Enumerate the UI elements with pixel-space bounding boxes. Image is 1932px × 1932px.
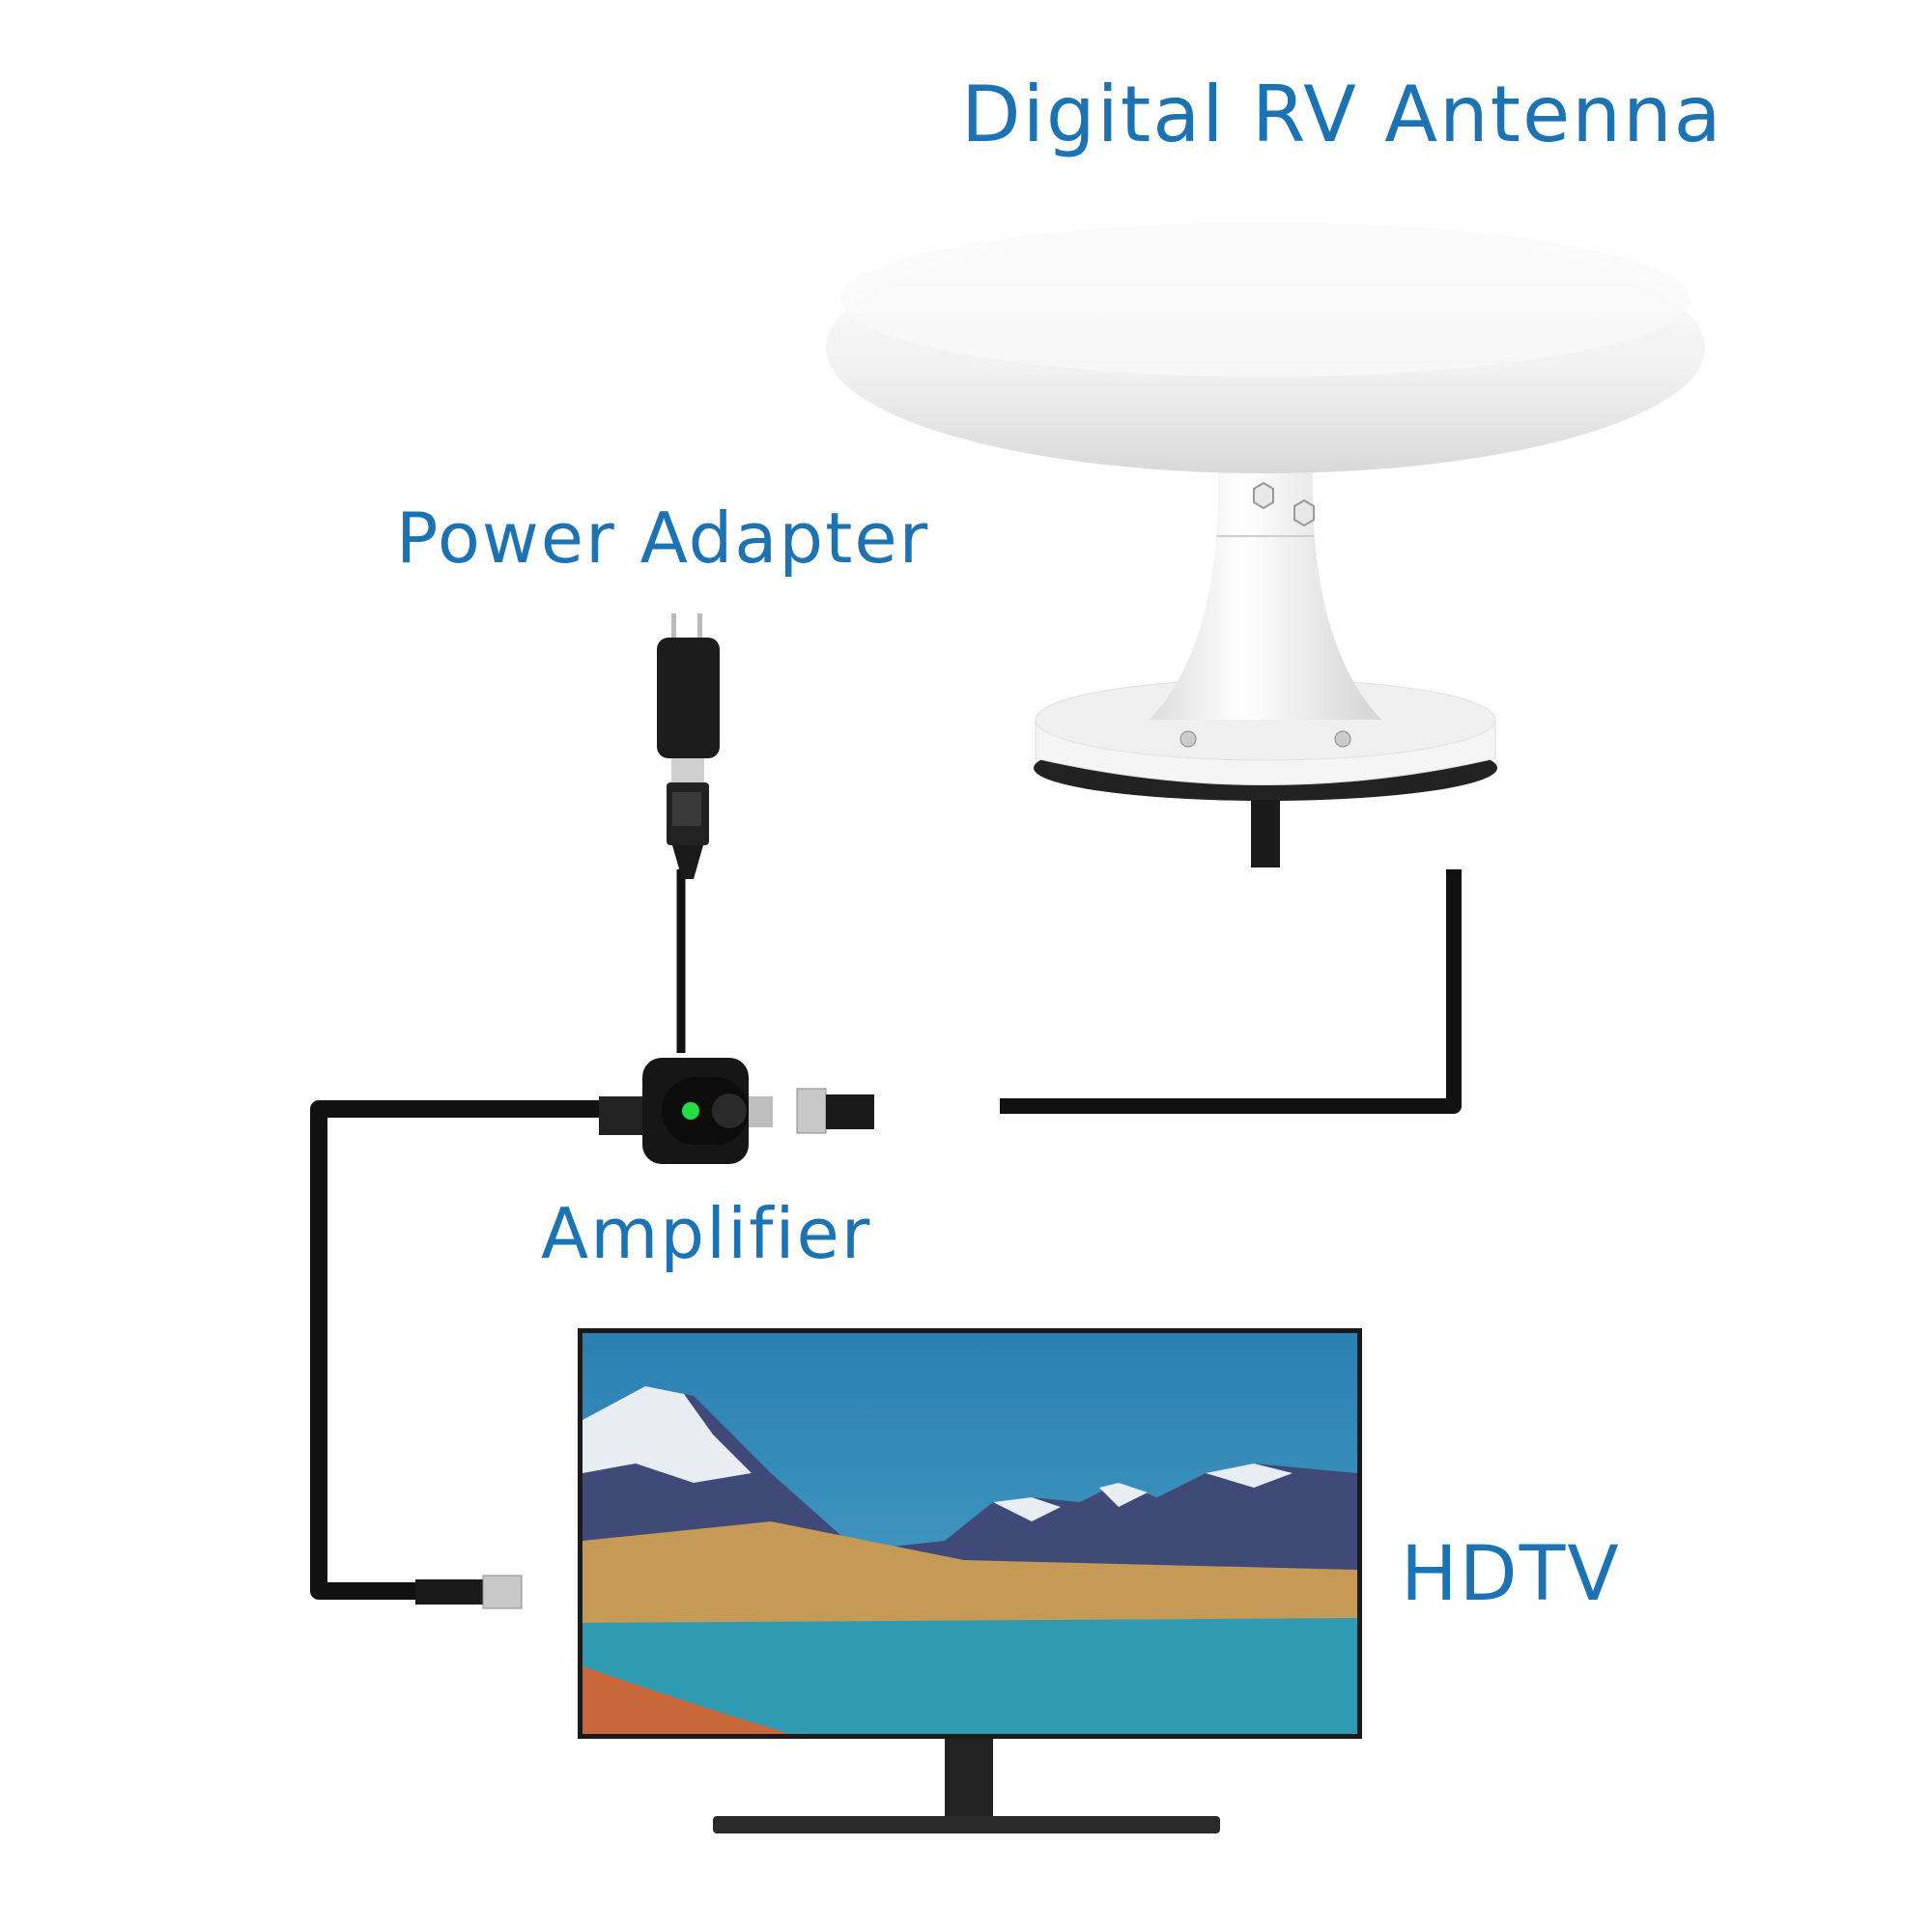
led-indicator-icon [682, 1102, 699, 1120]
amplifier-label: Amplifier [541, 1193, 872, 1274]
bolt-icon [1253, 481, 1274, 510]
hdtv [578, 1328, 1362, 1889]
power-adapter [638, 613, 734, 884]
antenna-label: Digital RV Antenna [961, 70, 1723, 159]
power-adapter-label: Power Adapter [396, 497, 930, 579]
bolt-icon [1293, 498, 1315, 527]
amplifier [589, 1048, 1005, 1174]
tv-label: HDTV [1401, 1531, 1621, 1618]
tv-coax-cable [310, 1100, 599, 1600]
tv-coax-connector [415, 1570, 551, 1613]
antenna [821, 193, 1884, 889]
antenna-coax-cable [1000, 869, 1462, 1114]
